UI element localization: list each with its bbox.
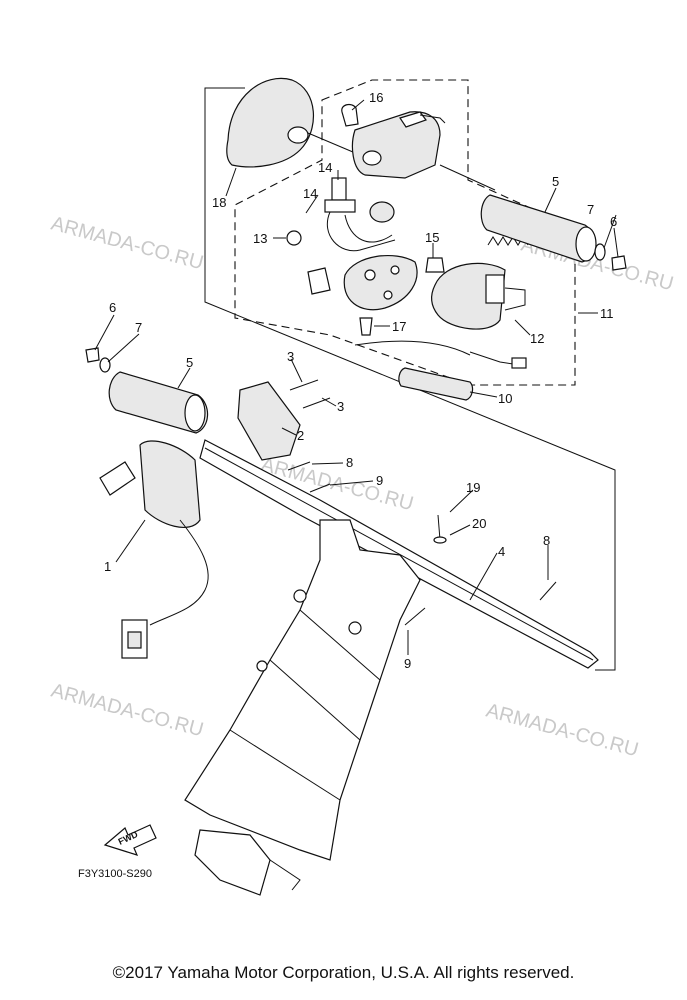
part-number-label: 17 (392, 319, 406, 334)
switch-assembly-box (234, 79, 576, 386)
part-number-label: 20 (472, 516, 486, 531)
part-number-label: 9 (376, 473, 383, 488)
switch-housing-part (351, 111, 496, 191)
part-number-label: 5 (552, 174, 559, 189)
part-number-label: 1 (104, 559, 111, 574)
nut-15 (425, 257, 445, 273)
part-number-label: 15 (425, 230, 439, 245)
part-number-label: 9 (404, 656, 411, 671)
handlebar-4 (199, 439, 599, 669)
part-number-label: 4 (498, 544, 505, 559)
part-number-label: 14 (318, 160, 332, 175)
left-grip (85, 347, 209, 434)
part-number-label: 7 (135, 320, 142, 335)
part-number-label: 6 (109, 300, 116, 315)
part-number-labels: 16 14 14 13 18 15 5 7 6 11 17 12 10 6 7 … (104, 90, 617, 671)
switch-cover-part (226, 77, 361, 168)
part-number-label: 7 (587, 202, 594, 217)
part-number-label: 3 (287, 349, 294, 364)
watermark: ARMADA-CO.RU (49, 213, 206, 275)
bracket-2 (237, 381, 301, 461)
exploded-parts-diagram: ARMADA-CO.RU ARMADA-CO.RU ARMADA-CO.RU A… (49, 77, 676, 896)
copyright-notice: ©2017 Yamaha Motor Corporation, U.S.A. A… (112, 963, 575, 982)
watermark: ARMADA-CO.RU (49, 680, 206, 742)
part-number-label: 16 (369, 90, 383, 105)
part-number-label: 11 (600, 306, 614, 321)
part-number-label: 19 (466, 480, 480, 495)
right-grip (480, 194, 627, 271)
leader-lines (94, 99, 619, 655)
knob-part (341, 103, 359, 127)
part-number-label: 13 (253, 231, 267, 246)
part-number-label: 8 (543, 533, 550, 548)
fwd-arrow-icon: FWD (103, 824, 157, 856)
drawing-code: F3Y3100-S290 (78, 868, 152, 880)
part-number-label: 3 (337, 399, 344, 414)
part-number-label: 18 (212, 195, 226, 210)
part-number-label: 5 (186, 355, 193, 370)
part-number-label: 12 (530, 331, 544, 346)
grip-ring-10 (398, 367, 474, 401)
steering-column (184, 519, 421, 896)
throttle-lever-1 (99, 440, 209, 659)
part-number-label: 6 (610, 214, 617, 229)
bracket-12 (431, 262, 526, 330)
switch-internals (286, 177, 418, 311)
part-number-label: 10 (498, 391, 512, 406)
part-number-label: 14 (303, 186, 317, 201)
part-number-label: 2 (297, 428, 304, 443)
part-number-label: 8 (346, 455, 353, 470)
wire-harness (354, 340, 527, 369)
bolts (287, 379, 557, 626)
screw-17 (359, 317, 373, 336)
watermark: ARMADA-CO.RU (484, 700, 641, 762)
